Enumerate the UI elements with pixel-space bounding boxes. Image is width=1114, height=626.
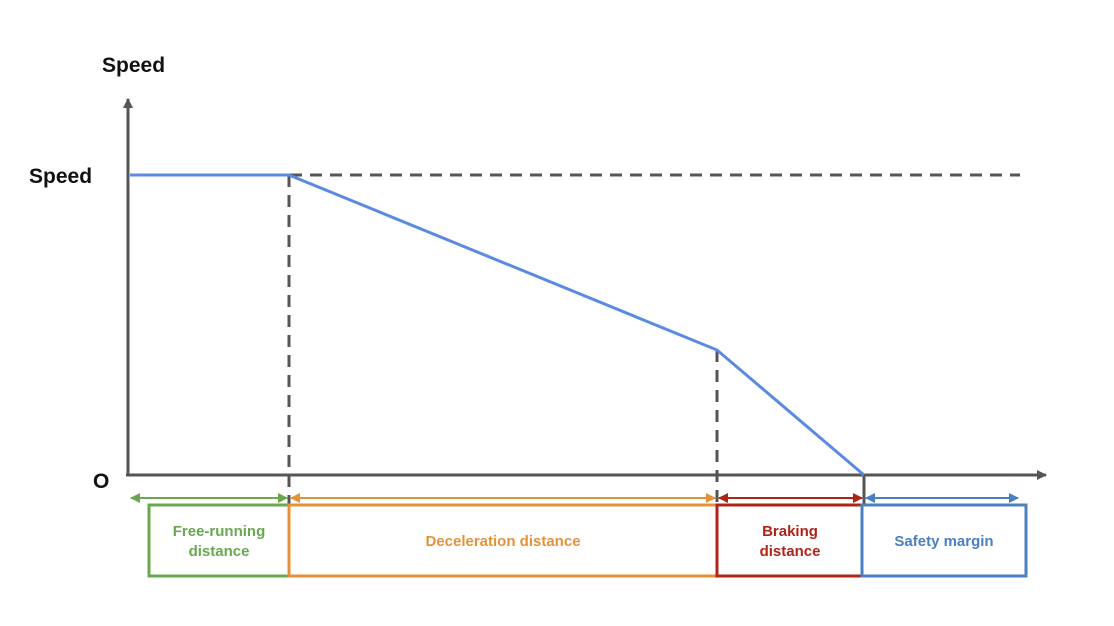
braking-label-line1: Braking <box>762 523 818 540</box>
braking-box <box>715 503 864 578</box>
free-running-box <box>147 503 291 578</box>
speed-profile-line <box>130 173 865 477</box>
free-running-label-line2: distance <box>189 543 250 560</box>
free-running-label-line1: Free-running <box>173 523 266 540</box>
safety-margin-label: Safety margin <box>894 533 993 550</box>
deceleration-label: Deceleration distance <box>425 533 580 550</box>
braking-label-line2: distance <box>760 543 821 560</box>
y-axis-title: Speed <box>102 54 165 77</box>
safety-margin-box <box>860 503 1028 578</box>
origin-label: O <box>93 470 109 493</box>
speed-level-label: Speed <box>29 165 92 188</box>
